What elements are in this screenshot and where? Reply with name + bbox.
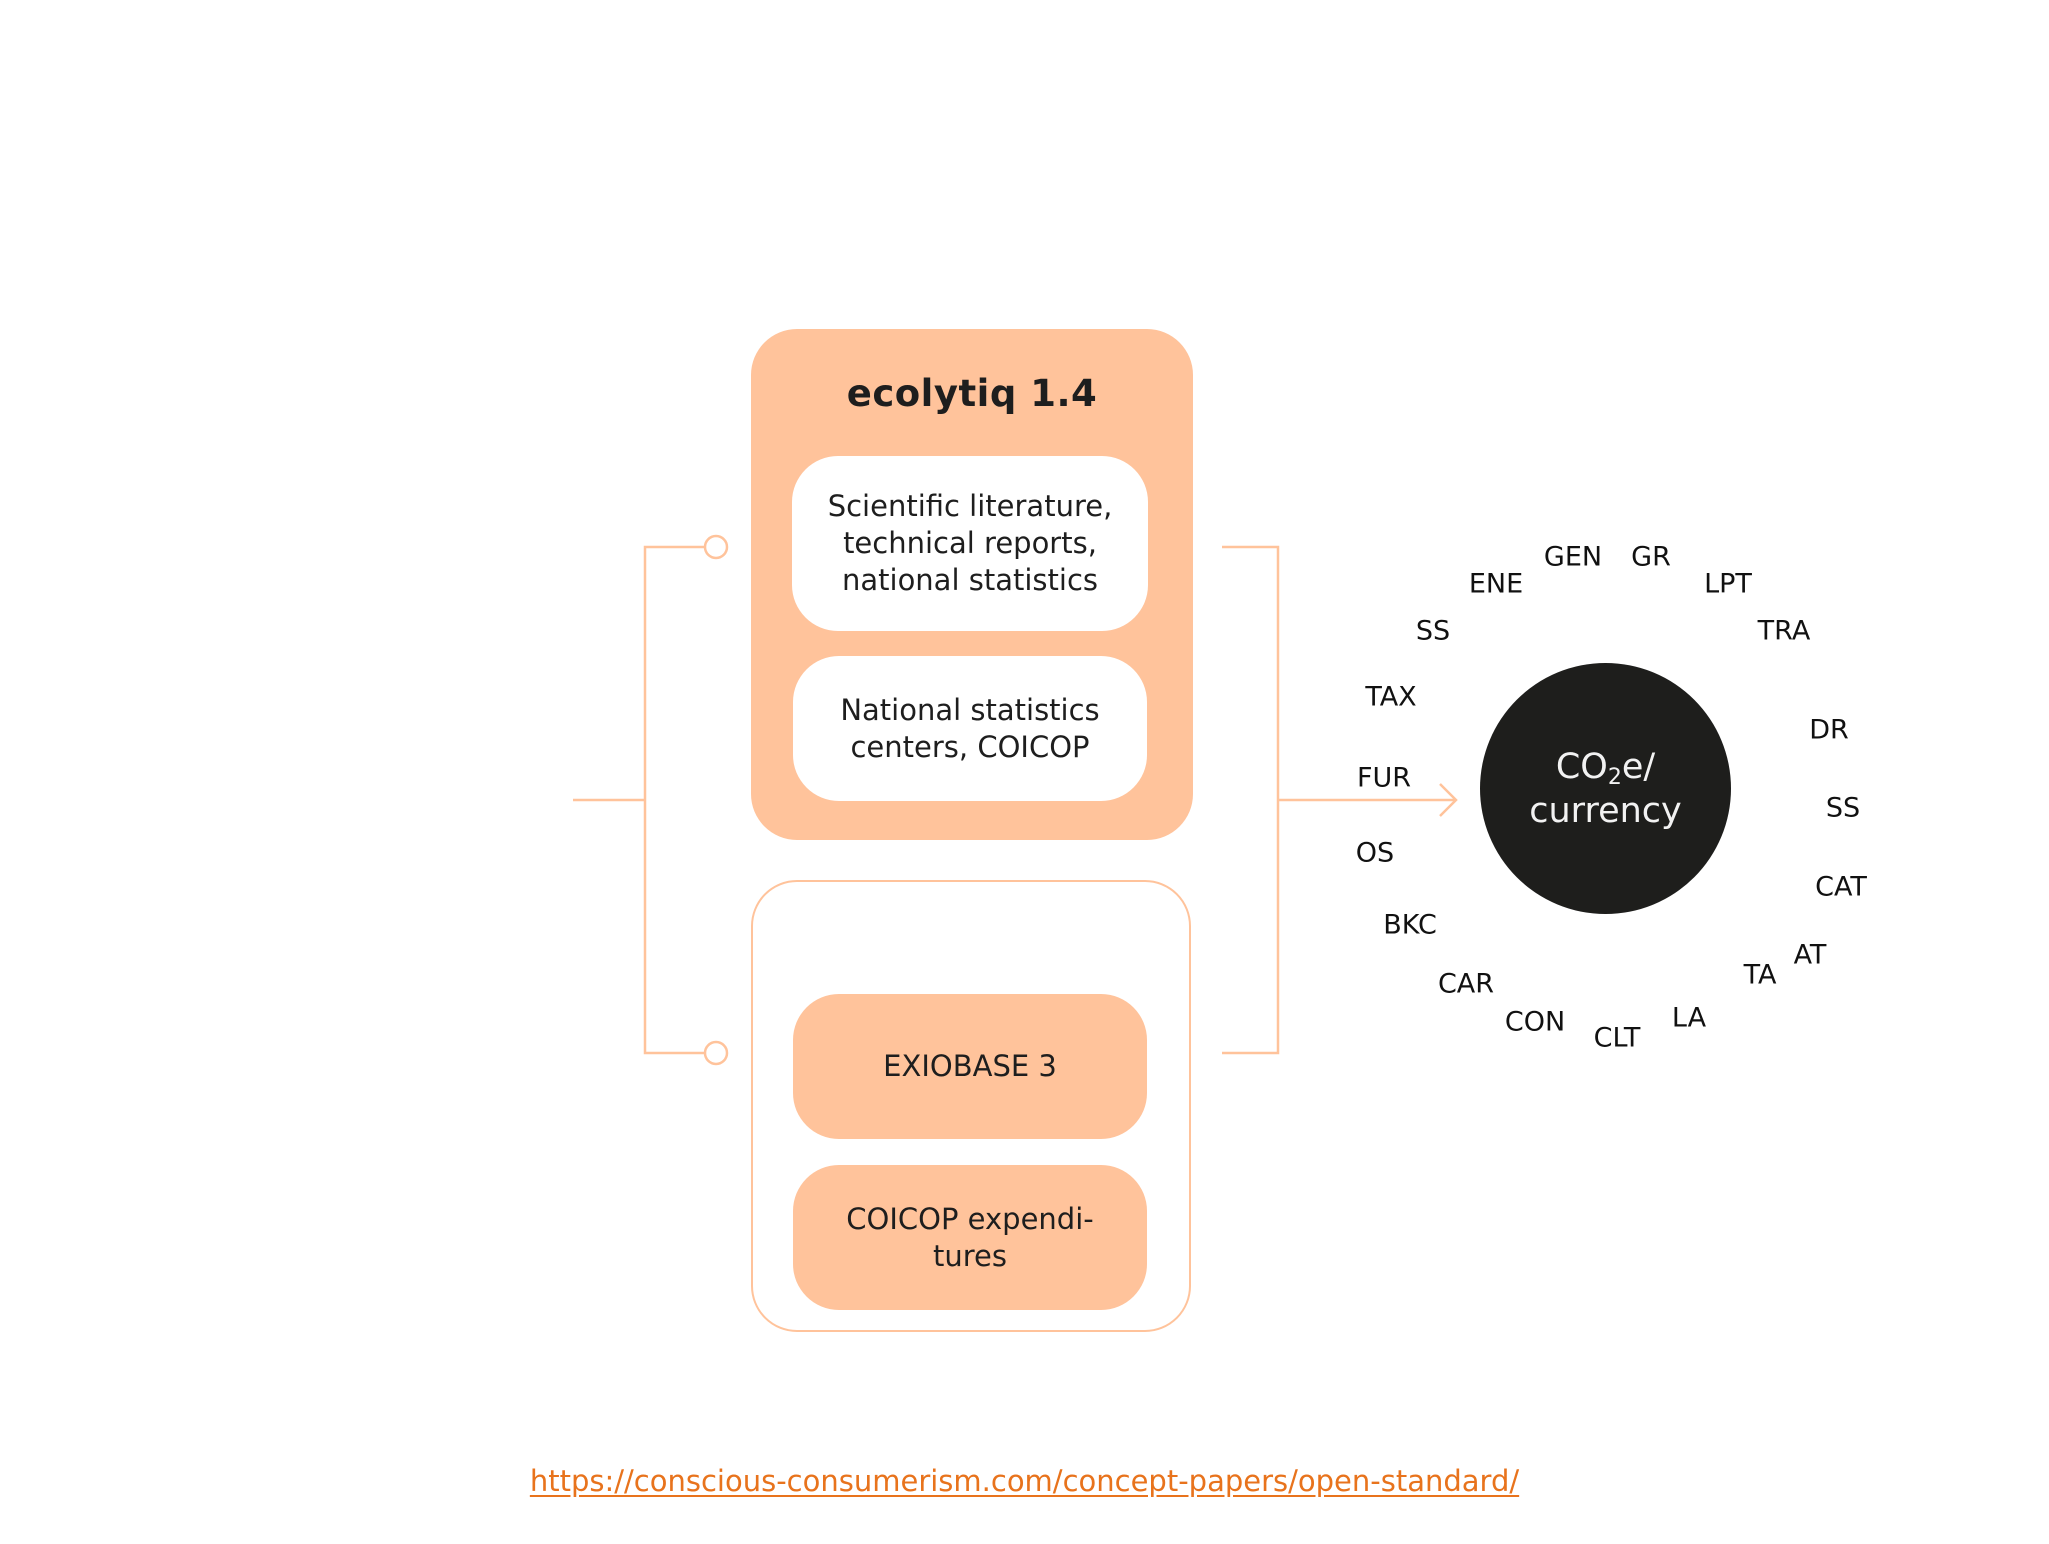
- category-label: LPT: [1704, 568, 1752, 600]
- bottom-connector-node: [703, 1040, 729, 1066]
- category-label: CAT: [1815, 871, 1867, 903]
- co2e-per-currency-output: CO2e/ currency: [1480, 663, 1731, 914]
- category-label: TAX: [1365, 681, 1417, 713]
- category-label: OS: [1355, 837, 1395, 869]
- output-subscript: 2: [1607, 764, 1622, 790]
- source-box-national-statistics: National statistics centers, COICOP: [793, 656, 1147, 801]
- source-box-coicop-expenditures: COICOP expendi-tures: [793, 1165, 1147, 1310]
- panel-title: ecolytiq 1.4: [846, 372, 1098, 415]
- category-label: SS: [1415, 615, 1451, 647]
- category-label: GR: [1631, 541, 1671, 573]
- left-bracket: [643, 545, 705, 1055]
- source-url-link[interactable]: https://conscious-consumerism.com/concep…: [529, 1464, 1520, 1498]
- category-label: TRA: [1757, 615, 1811, 647]
- category-label: FUR: [1356, 762, 1412, 794]
- category-label: TA: [1743, 959, 1777, 991]
- category-label: SS: [1825, 792, 1861, 824]
- category-label: CON: [1504, 1006, 1566, 1038]
- source-box-exiobase: EXIOBASE 3: [793, 994, 1147, 1139]
- right-bracket: [1222, 545, 1280, 1055]
- output-suffix: e/: [1621, 746, 1656, 787]
- output-line-1: CO2e/: [1556, 745, 1655, 789]
- category-label: CAR: [1437, 968, 1495, 1000]
- category-label: DR: [1809, 714, 1849, 746]
- category-label: ENE: [1468, 568, 1524, 600]
- category-label: GEN: [1543, 541, 1603, 573]
- arrow-head: [1439, 783, 1458, 817]
- category-label: BKC: [1383, 909, 1437, 941]
- output-line-2: currency: [1529, 790, 1682, 831]
- source-box-literature: Scientific literature, technical reports…: [792, 456, 1148, 631]
- category-label: LA: [1671, 1002, 1707, 1034]
- top-connector-node: [703, 534, 729, 560]
- coicop-label: COICOP expendi-tures: [846, 1201, 1094, 1273]
- category-label: AT: [1793, 939, 1827, 971]
- category-label: CLT: [1593, 1022, 1641, 1054]
- output-co: CO: [1555, 746, 1608, 787]
